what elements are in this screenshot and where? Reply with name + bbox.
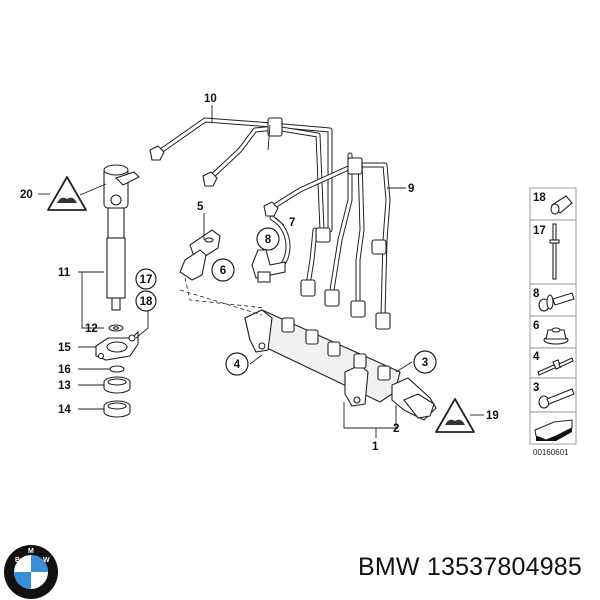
callout-11: 11 (58, 267, 71, 279)
injector-clamp-15 (95, 330, 139, 361)
callout-19: 19 (486, 410, 499, 422)
svg-text:W: W (43, 557, 50, 564)
warning-triangle-icon (47, 176, 87, 211)
sleeve-icon (550, 195, 573, 215)
callout-5: 5 (197, 201, 204, 213)
injector-11 (103, 164, 140, 332)
callout-circled-6: 6 (211, 258, 235, 282)
callout-9: 9 (408, 183, 414, 195)
callout-13: 13 (58, 380, 71, 392)
callout-circled-3: 3 (413, 350, 437, 374)
bolt-with-washer-icon (538, 292, 575, 312)
hex-collar-nut-icon (543, 327, 569, 345)
o-ring-16 (109, 365, 125, 373)
callout-circled-4: 4 (225, 352, 249, 376)
svg-text:6: 6 (220, 265, 226, 277)
warning-triangle-icon (435, 398, 475, 433)
callout-14: 14 (58, 404, 71, 416)
svg-text:3: 3 (533, 382, 539, 394)
callout-15: 15 (58, 342, 71, 354)
bracket-5 (179, 229, 221, 281)
side-legend: 18 17 8 6 (529, 187, 577, 457)
rail-ports (281, 317, 391, 381)
legend-item-3: 3 (533, 382, 575, 409)
seal-ring-13 (103, 376, 131, 394)
legend-item-8: 8 (533, 288, 575, 312)
stud-icon (537, 357, 574, 376)
svg-text:4: 4 (533, 351, 540, 363)
callout-12: 12 (85, 323, 98, 335)
callout-2: 2 (393, 423, 399, 435)
bracket-8-holder (251, 249, 286, 283)
fuel-line-9 (263, 152, 391, 330)
svg-text:3: 3 (422, 357, 428, 369)
callout-circled-8: 8 (256, 227, 280, 251)
svg-text:M: M (28, 548, 34, 555)
svg-text:6: 6 (533, 320, 539, 332)
diagram-number: 00160601 (533, 448, 569, 457)
dashed-leader (184, 277, 266, 309)
callout-16: 16 (58, 364, 71, 376)
svg-text:8: 8 (533, 288, 540, 300)
fuel-rail-1 (244, 309, 437, 421)
callout-7: 7 (289, 217, 295, 229)
svg-text:8: 8 (265, 234, 272, 246)
bmw-logo: B M W (4, 545, 58, 599)
callout-20: 20 (20, 189, 33, 201)
legend-item-17: 17 (533, 223, 560, 280)
part-title: BMW 13537804985 (358, 553, 582, 581)
svg-text:17: 17 (533, 225, 546, 237)
stud-bolt-icon (549, 223, 560, 280)
callout-10: 10 (204, 93, 217, 105)
legend-item-18: 18 (533, 192, 573, 215)
fuel-line-10 (149, 117, 333, 233)
svg-text:18: 18 (140, 296, 153, 308)
callout-circled-18: 18 (135, 290, 157, 312)
hex-bolt-icon (538, 388, 575, 409)
svg-text:17: 17 (140, 274, 153, 286)
svg-text:18: 18 (533, 192, 546, 204)
seal-ring-14 (103, 400, 131, 418)
legend-item-6: 6 (533, 320, 569, 345)
svg-text:4: 4 (234, 359, 241, 371)
legend-item-4: 4 (533, 351, 574, 376)
callout-1: 1 (372, 441, 379, 453)
dashed-leader (179, 289, 263, 316)
direction-arrow-icon (534, 419, 573, 441)
svg-text:B: B (15, 557, 20, 564)
callout-circled-17: 17 (135, 268, 157, 290)
